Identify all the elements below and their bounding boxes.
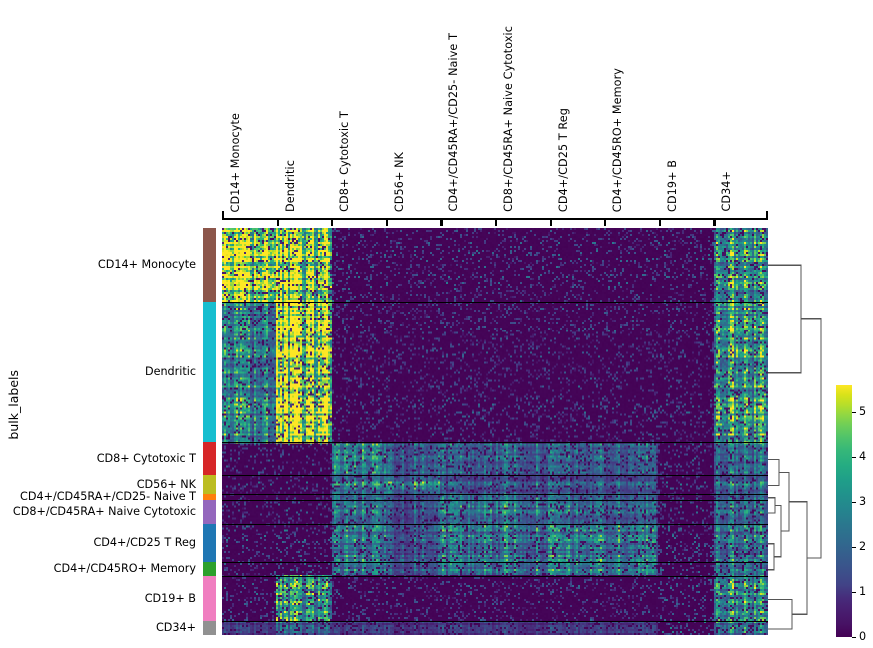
top-axis-tick (495, 218, 498, 226)
column-label: CD56+ NK (392, 151, 406, 212)
column-label: CD4+/CD45RA+/CD25- Naive T (447, 33, 461, 212)
dendrogram-link (800, 318, 822, 559)
top-axis-tick (276, 218, 279, 226)
row-color-segment (203, 442, 216, 476)
row-label: CD34+ (155, 621, 196, 635)
column-label: Dendritic (283, 160, 297, 212)
row-label: CD4+/CD25 T Reg (93, 536, 196, 550)
column-label: CD4+/CD45RO+ Memory (611, 67, 625, 212)
heatmap-separator (222, 442, 768, 443)
dendrogram-link (768, 598, 793, 630)
row-color-segment (203, 500, 216, 525)
colorbar-tick-label: 2 (859, 540, 867, 553)
row-label: CD56+ NK (136, 477, 196, 491)
top-axis-tick (604, 218, 607, 226)
heatmap-separator (222, 475, 768, 476)
row-color-segment (203, 524, 216, 562)
dendrogram-link (788, 501, 808, 615)
row-color-segment (203, 302, 216, 443)
row-label: CD8+/CD45RA+ Naive Cytotoxic (12, 505, 196, 519)
colorbar: 0 1 2 3 4 5 (836, 385, 873, 642)
column-labels: CD14+ Monocyte Dendritic CD8+ Cytotoxic T C… (222, 0, 768, 212)
heatmap-panel[interactable] (222, 228, 768, 635)
row-label: CD4+/CD45RA+/CD25- Naive T (20, 490, 196, 504)
colorbar-tick-label: 4 (859, 450, 867, 463)
colorbar-tick-label: 5 (859, 405, 867, 418)
dendrogram-link (768, 264, 802, 374)
heatmap-separator (222, 494, 768, 495)
dendrogram-link (768, 543, 775, 571)
row-label: CD4+/CD45RO+ Memory (53, 561, 196, 575)
top-axis-tick (331, 218, 334, 226)
column-label: CD14+ Monocyte (229, 112, 242, 212)
row-color-strip (203, 228, 216, 636)
top-axis-tick (222, 211, 225, 220)
row-color-segment (203, 621, 216, 635)
column-label: CD8+ Cytotoxic T (338, 111, 352, 212)
row-color-segment (203, 228, 216, 303)
heatmap-canvas (222, 228, 768, 635)
row-color-segment (203, 561, 216, 576)
colorbar-gradient (836, 385, 852, 637)
column-label: CD4+/CD25 T Reg (556, 107, 570, 212)
top-axis-tick (765, 211, 768, 220)
row-color-segment (203, 575, 216, 622)
row-label: Dendritic (144, 365, 196, 379)
colorbar-tick-label: 3 (859, 495, 867, 508)
heatmap-separator (222, 621, 768, 622)
colorbar-tick (852, 592, 856, 594)
row-label: CD14+ Monocyte (97, 258, 196, 272)
column-label: CD8+/CD45RA+ Naive Cytotoxic (502, 26, 515, 212)
top-axis-tick (549, 218, 552, 226)
colorbar-tick (852, 457, 856, 459)
heatmap-separator (222, 524, 768, 525)
heatmap-separator (222, 302, 768, 303)
heatmap-separator (222, 576, 768, 577)
row-color-segment (203, 475, 216, 495)
dendrogram-link (768, 497, 776, 514)
row-dendrogram (768, 264, 822, 630)
row-color-segment (203, 494, 216, 501)
colorbar-tick-label: 0 (859, 630, 867, 643)
colorbar-tick-label: 1 (859, 585, 867, 598)
top-axis-tick (658, 218, 661, 226)
dendrogram-link (768, 458, 780, 487)
colorbar-tick (852, 637, 856, 639)
heatmap-separator (222, 500, 768, 501)
top-axis-tick (440, 218, 443, 226)
colorbar-tick (852, 502, 856, 504)
heatmap-separator (222, 562, 768, 563)
row-label: CD19+ B (144, 591, 196, 605)
row-label: CD8+ Cytotoxic T (96, 451, 196, 465)
top-axis-tick (713, 218, 716, 226)
top-axis-tick (385, 218, 388, 226)
column-label: CD34+ (720, 171, 734, 212)
colorbar-tick (852, 412, 856, 414)
colorbar-tick (852, 547, 856, 549)
column-label: CD19+ B (665, 160, 679, 212)
